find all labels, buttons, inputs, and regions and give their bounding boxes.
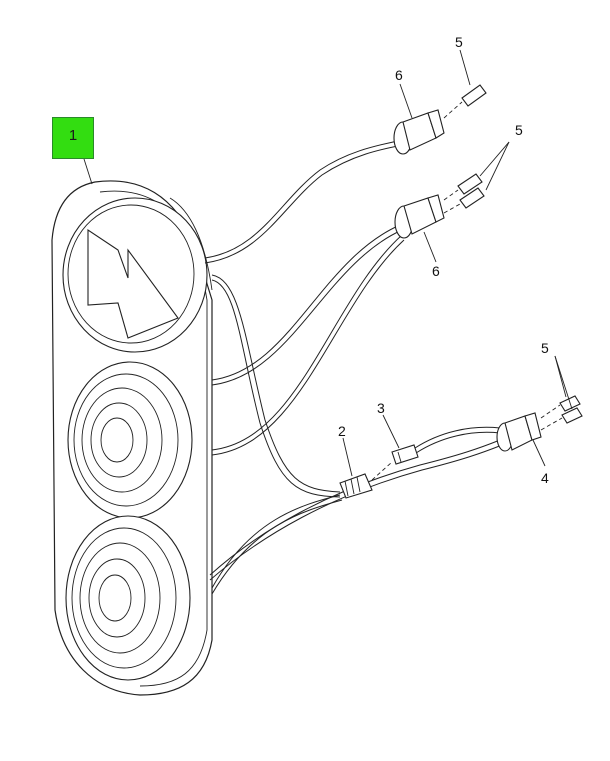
connector-4[interactable] (496, 412, 542, 452)
terminals-5-low (559, 395, 583, 424)
callout-2: 2 (338, 423, 346, 439)
callout-5-mid: 5 (515, 122, 523, 138)
arrow-icon (87, 228, 179, 339)
callout-1: 1 (68, 127, 78, 144)
connector-2[interactable] (339, 473, 373, 499)
terminals-5-mid (457, 173, 485, 209)
callout-1-highlight[interactable]: 1 (52, 117, 94, 159)
connector-3[interactable] (391, 444, 419, 465)
callout-6-top: 6 (395, 67, 403, 83)
terminal-5-top (461, 84, 487, 107)
leader-lines (83, 49, 573, 477)
connector-6-top[interactable] (393, 109, 445, 155)
callout-3: 3 (377, 400, 385, 416)
callout-labels: 2 3 4 5 5 5 6 6 (338, 34, 549, 486)
callout-5-low: 5 (541, 340, 549, 356)
connector-6-mid[interactable] (394, 194, 445, 239)
wiring-harness (204, 139, 503, 595)
bottom-lens (65, 515, 191, 681)
arrow-lens (62, 197, 208, 353)
callout-5-top: 5 (455, 34, 463, 50)
middle-lens (67, 361, 193, 519)
callout-6-mid: 6 (432, 263, 440, 279)
callout-4: 4 (541, 470, 549, 486)
